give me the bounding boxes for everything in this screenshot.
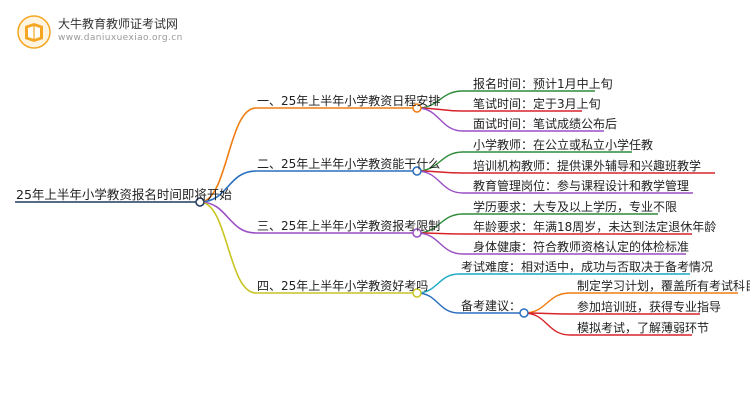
branch-requirements: 三、25年上半年小学教资报考限制 xyxy=(257,219,441,233)
leaf-study-plan: 制定学习计划，覆盖所有考试科目 xyxy=(577,279,750,293)
leaf-prep-advice: 备考建议： xyxy=(461,299,522,313)
branch-difficulty: 四、25年上半年小学教资好考吗 xyxy=(257,279,429,293)
leaf-training-class: 参加培训班，获得专业指导 xyxy=(577,300,722,314)
book-shield-icon xyxy=(17,15,51,49)
brand-url: www.daniuxuexiao.org.cn xyxy=(58,33,183,43)
leaf-registration-time: 报名时间：预计1月中上旬 xyxy=(473,77,613,91)
leaf-education-requirement: 学历要求：大专及以上学历，专业不限 xyxy=(473,200,678,214)
leaf-written-exam-time: 笔试时间：定于3月上旬 xyxy=(473,97,601,111)
leaf-age-requirement: 年龄要求：年满18周岁，未达到法定退休年龄 xyxy=(473,220,717,234)
leaf-mock-exam: 模拟考试，了解薄弱环节 xyxy=(577,321,710,335)
mindmap-root: 25年上半年小学教资报名时间即将开始 xyxy=(16,187,232,202)
leaf-interview-time: 面试时间：笔试成绩公布后 xyxy=(473,117,618,131)
leaf-primary-teacher: 小学教师：在公立或私立小学任教 xyxy=(473,138,654,152)
leaf-training-teacher: 培训机构教师：提供课外辅导和兴趣班教学 xyxy=(473,159,702,173)
brand-name: 大牛教育教师证考试网 xyxy=(58,17,179,31)
leaf-health-requirement: 身体健康：符合教师资格认定的体检标准 xyxy=(473,240,690,254)
branch-career: 二、25年上半年小学教资能干什么 xyxy=(257,157,441,171)
leaf-education-management: 教育管理岗位：参与课程设计和教学管理 xyxy=(473,179,690,193)
branch-schedule: 一、25年上半年小学教资日程安排 xyxy=(257,94,441,108)
leaf-exam-difficulty: 考试难度：相对适中，成功与否取决于备考情况 xyxy=(461,260,714,274)
